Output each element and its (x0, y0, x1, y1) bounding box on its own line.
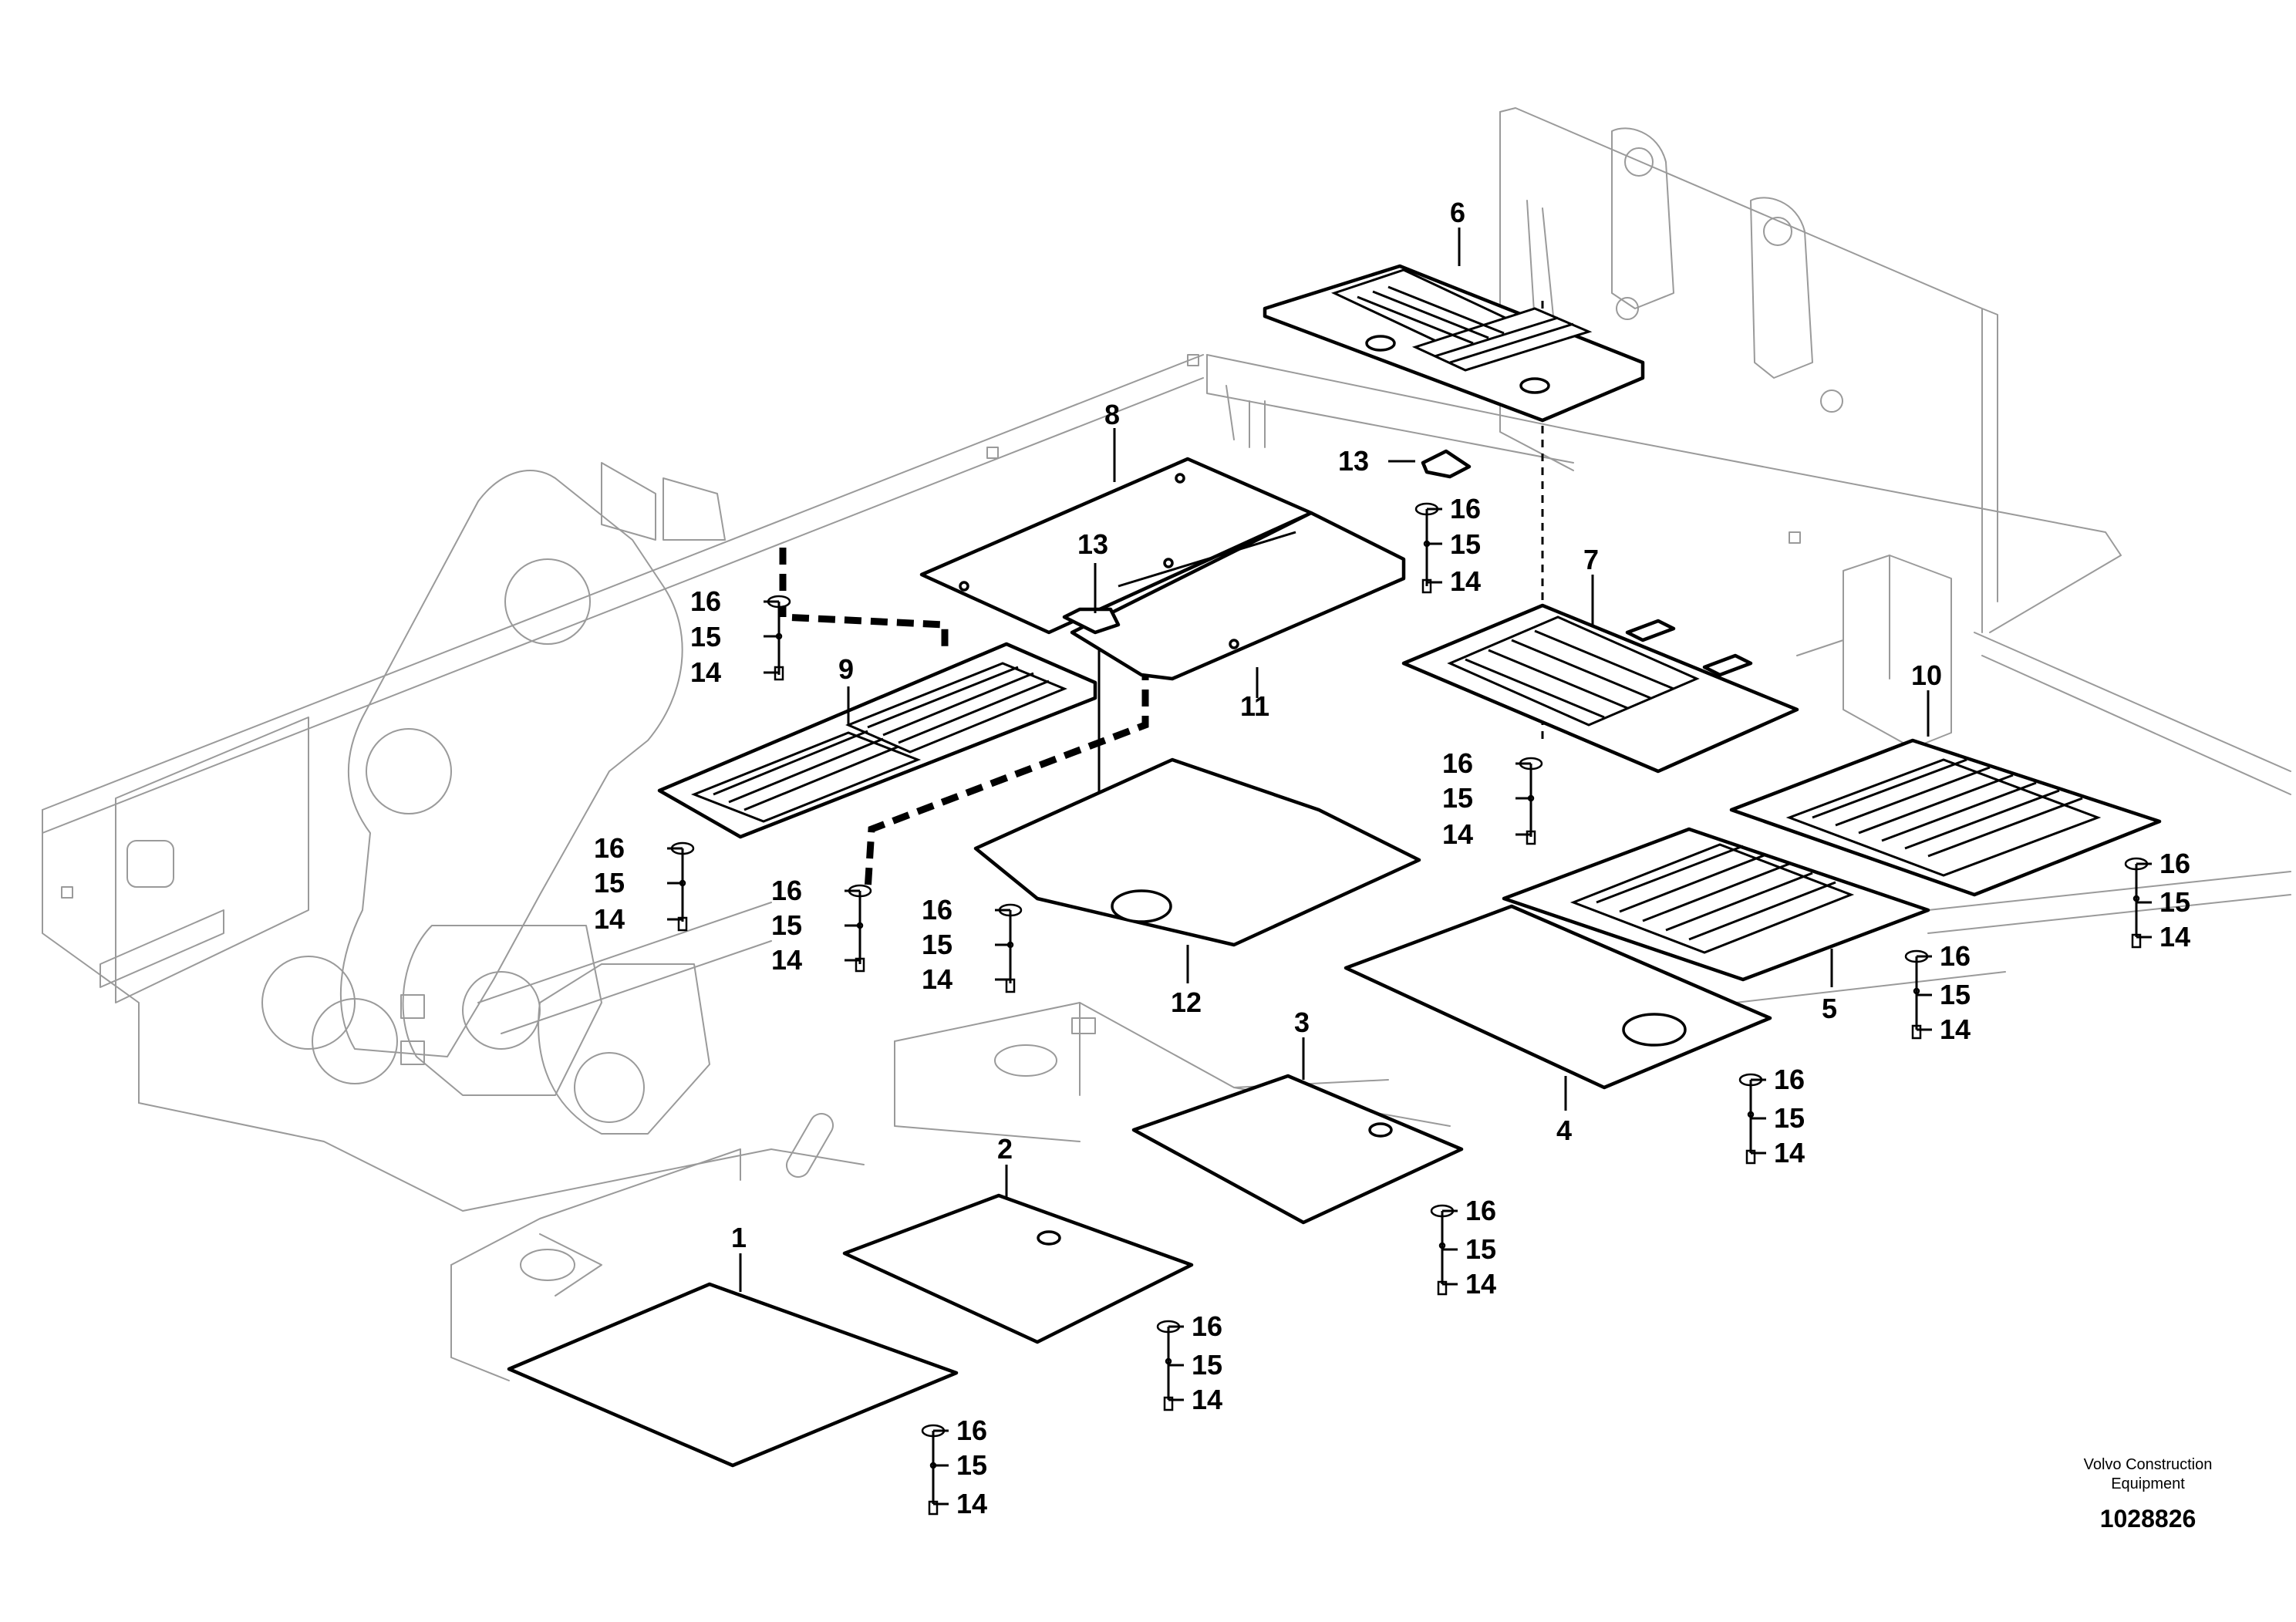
label-washer: 16 (1465, 1195, 1496, 1226)
label-bolt: 14 (594, 903, 625, 935)
part-4-plate (1344, 904, 1772, 1090)
part-7-grated-panel (1401, 603, 1799, 774)
label-washer: 16 (2159, 848, 2190, 879)
label-bolt: 14 (1465, 1268, 1496, 1300)
drawing-number: 1028826 (2100, 1505, 2197, 1533)
machine-frame (42, 107, 2291, 1381)
company-name-line1: Volvo Construction (2084, 1456, 2213, 1473)
label-part-12: 12 (1171, 986, 1202, 1018)
leader-lines (667, 228, 2152, 1506)
label-bolt: 14 (1192, 1384, 1222, 1415)
part-5-grated-panel (1502, 827, 1930, 982)
label-spacer: 15 (771, 909, 802, 941)
label-washer: 16 (956, 1415, 987, 1446)
callout-labels: 6 8 13 13 9 11 7 10 12 5 4 3 2 1 16 15 1… (594, 197, 2190, 1519)
label-spacer: 15 (1450, 528, 1481, 560)
label-bolt: 14 (1442, 818, 1473, 850)
label-washer: 16 (1940, 940, 1971, 972)
label-spacer: 15 (690, 621, 721, 653)
label-part-9: 9 (838, 653, 854, 685)
label-spacer: 15 (1774, 1102, 1805, 1134)
label-part-11: 11 (1240, 690, 1269, 722)
label-part-13-upper: 13 (1338, 445, 1369, 477)
label-bolt: 14 (690, 656, 721, 688)
part-11-plate (1062, 511, 1406, 681)
part-9-grated-panel (657, 642, 1097, 839)
label-bolt: 14 (1450, 565, 1481, 597)
label-part-5: 5 (1822, 993, 1837, 1024)
label-bolt: 14 (1774, 1137, 1805, 1168)
label-spacer: 15 (922, 929, 952, 960)
label-washer: 16 (690, 585, 721, 617)
label-bolt: 14 (771, 944, 802, 976)
label-part-8: 8 (1104, 399, 1120, 430)
label-part-10: 10 (1911, 659, 1942, 691)
label-part-3: 3 (1294, 1007, 1310, 1038)
part-2-plate (842, 1193, 1194, 1344)
label-bolt: 14 (956, 1488, 987, 1519)
label-washer: 16 (1450, 493, 1481, 524)
label-washer: 16 (771, 875, 802, 906)
part-6-grated-panel (1263, 264, 1645, 423)
label-spacer: 15 (1940, 979, 1971, 1010)
label-bolt: 14 (1940, 1013, 1971, 1045)
label-part-4: 4 (1556, 1114, 1572, 1146)
label-washer: 16 (594, 832, 625, 864)
label-spacer: 15 (2159, 886, 2190, 918)
label-spacer: 15 (1465, 1233, 1496, 1265)
label-washer: 16 (1442, 747, 1473, 779)
dashed-line-lower (864, 663, 1149, 892)
label-washer: 16 (1774, 1064, 1805, 1095)
dashed-line (779, 548, 949, 648)
label-bolt: 14 (2159, 921, 2190, 953)
part-1-plate (507, 1282, 959, 1468)
label-spacer: 15 (594, 867, 625, 899)
label-part-2: 2 (997, 1133, 1013, 1165)
company-name-line2: Equipment (2111, 1475, 2185, 1492)
label-washer: 16 (1192, 1310, 1222, 1342)
footer: Volvo Construction Equipment 1028826 (2084, 1456, 2213, 1533)
label-part-6: 6 (1450, 197, 1465, 228)
label-part-1: 1 (731, 1222, 747, 1253)
label-bolt: 14 (922, 963, 952, 995)
label-spacer: 15 (1192, 1349, 1222, 1381)
part-3-plate (1131, 1074, 1464, 1225)
label-washer: 16 (922, 894, 952, 926)
label-spacer: 15 (1442, 782, 1473, 814)
part-10-grated-panel (1729, 738, 2162, 897)
label-part-7: 7 (1583, 544, 1599, 575)
part-12-plate (973, 757, 1421, 947)
label-part-13-lower: 13 (1077, 528, 1108, 560)
part-13-cover-upper (1421, 449, 1472, 479)
label-spacer: 15 (956, 1449, 987, 1481)
